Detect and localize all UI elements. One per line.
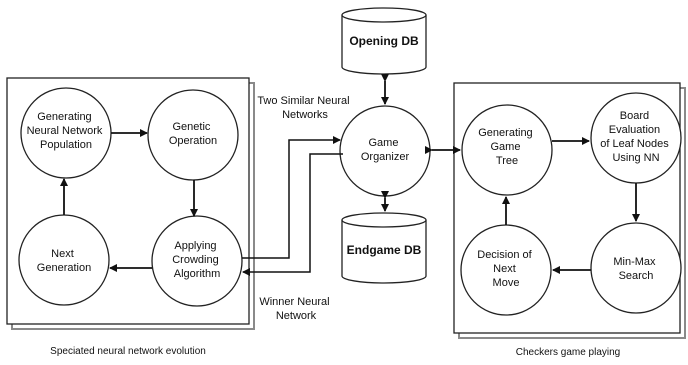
- opening-db-cylinder: [341, 7, 427, 75]
- checkers-group-caption: Checkers game playing: [516, 347, 621, 358]
- generating-population-label: Generating Neural Network Population: [27, 111, 106, 151]
- next-generation-label: Next Generation: [37, 248, 91, 274]
- min-max-search-label: Min-Max Search: [613, 256, 658, 282]
- game-organizer-label: Game Organizer: [361, 137, 410, 163]
- next-generation-node: [18, 214, 110, 306]
- endgame-db-cylinder: [341, 212, 427, 284]
- generating-game-tree-node: [461, 104, 553, 196]
- arrow-winner-network: [242, 153, 343, 276]
- generating-game-tree-label: Generating Game Tree: [478, 127, 536, 167]
- winner-network-label: Winner Neural Network: [259, 296, 332, 322]
- evolution-group-caption: Speciated neural network evolution: [50, 346, 206, 357]
- genetic-operation-node: [147, 89, 239, 181]
- opening-db-label: Opening DB: [349, 34, 419, 48]
- applying-crowding-label: Applying Crowding Algorithm: [172, 240, 222, 280]
- endgame-db-label: Endgame DB: [347, 243, 422, 257]
- genetic-operation-label: Genetic Operation: [169, 121, 217, 147]
- arrow-two-similar-networks: [242, 136, 341, 259]
- two-similar-networks-label: Two Similar Neural Networks: [257, 95, 352, 121]
- board-evaluation-label: Board Evaluation of Leaf Nodes Using NN: [600, 110, 672, 164]
- min-max-search-node: [590, 222, 682, 314]
- decision-next-move-label: Decision of Next Move: [477, 249, 534, 289]
